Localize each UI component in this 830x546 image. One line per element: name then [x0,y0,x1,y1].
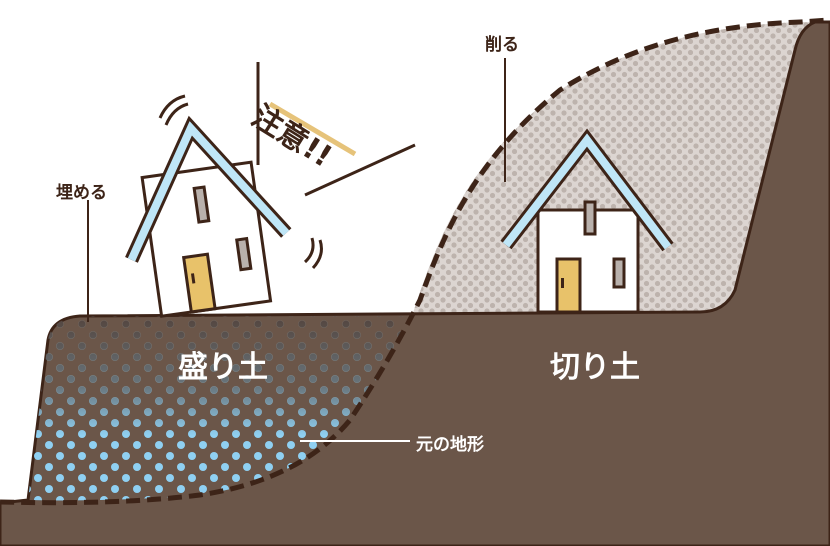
fill-action-label: 埋める [56,183,107,203]
original-terrain-label: 元の地形 [416,435,484,455]
original-terrain-line [0,17,830,506]
tilted-house [125,115,292,318]
cut-action-label: 削る [485,35,519,55]
cut-house [500,128,674,314]
fill-soil-label: 盛り土 [178,350,268,385]
cut-soil-label: 切り土 [550,350,640,385]
